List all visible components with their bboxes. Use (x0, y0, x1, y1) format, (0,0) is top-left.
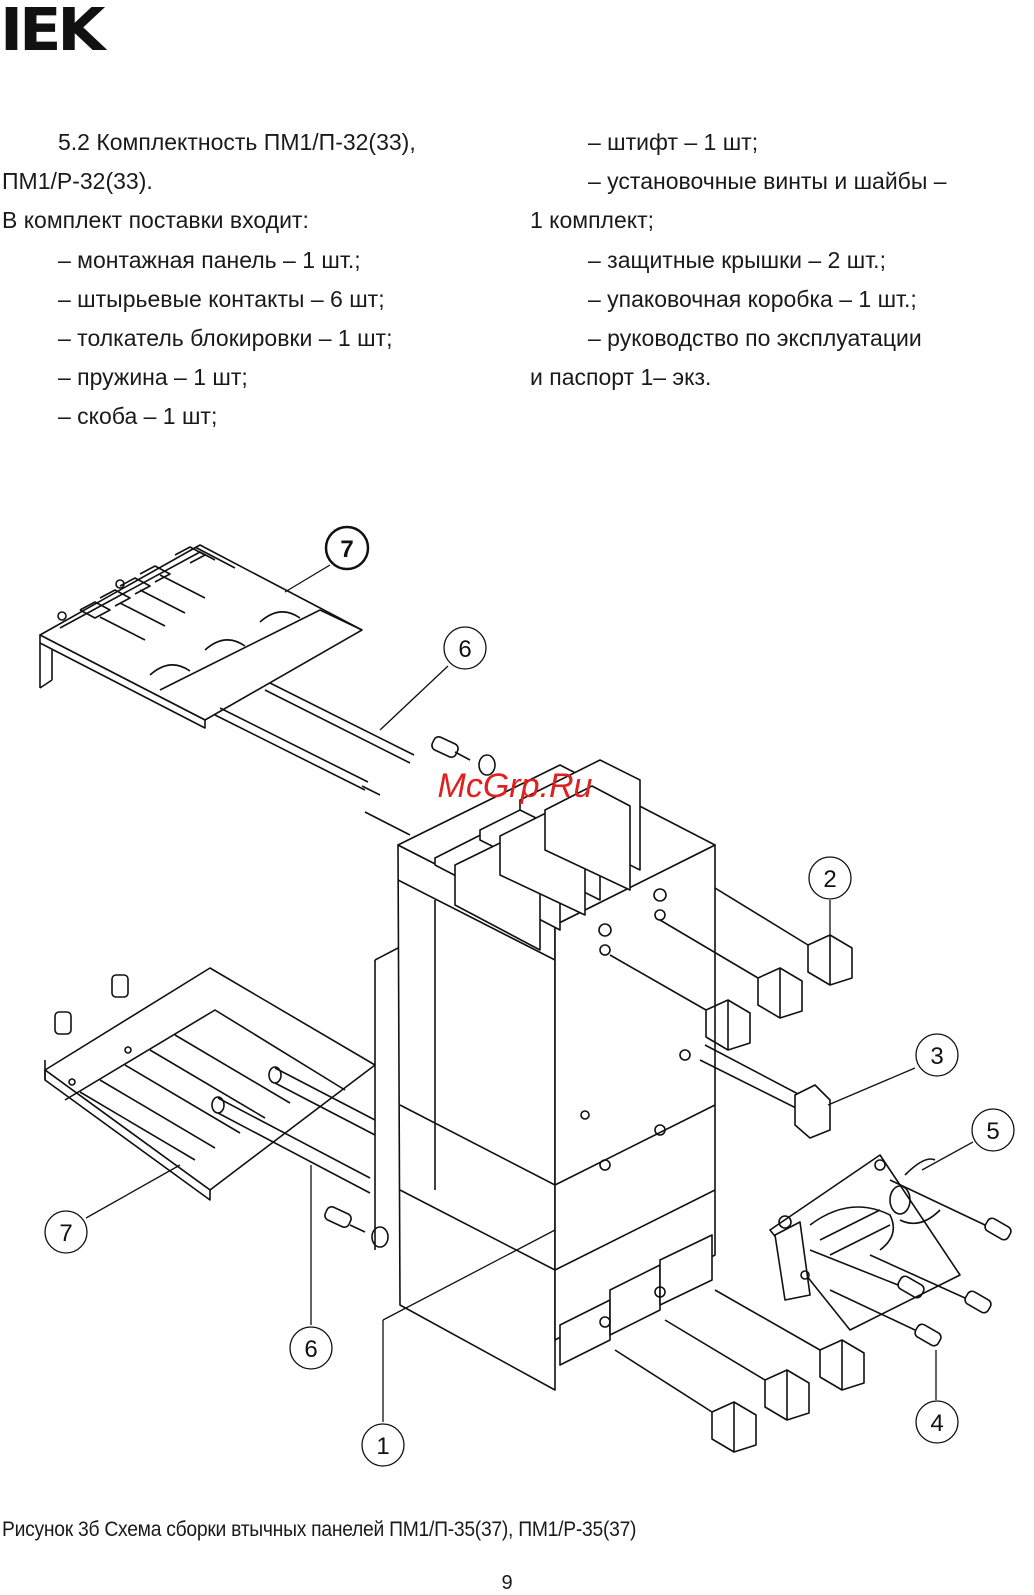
page-number: 9 (501, 1572, 513, 1594)
right-text-column: – штифт – 1 шт; – установочные винты и ш… (530, 123, 1010, 397)
list-item: – толкатель блокировки – 1 шт; (58, 325, 393, 352)
callout-6-top: 6 (443, 626, 487, 670)
list-item-cont: 1 комплект; (530, 207, 655, 234)
list-item: – защитные крышки – 2 шт.; (588, 246, 886, 273)
svg-text:6: 6 (304, 1336, 317, 1363)
callout-2: 2 (808, 856, 852, 900)
list-item: – установочные винты и шайбы – (588, 168, 947, 195)
list-item: – штифт – 1 шт; (588, 129, 759, 155)
interlock-bracket (769, 1154, 961, 1331)
list-item: – пружина – 1 шт; (58, 364, 248, 391)
lock-pusher (699, 1044, 831, 1139)
svg-text:3: 3 (930, 1043, 943, 1070)
callout-7-left: 7 (44, 1210, 88, 1254)
svg-text:4: 4 (930, 1410, 943, 1437)
svg-text:7: 7 (59, 1220, 72, 1247)
callout-5: 5 (971, 1108, 1015, 1152)
assembly-diagram: 7 6 2 3 5 7 6 1 (39, 525, 1015, 1467)
iek-logo: IEK (0, 0, 105, 65)
breaker-body (374, 759, 716, 1391)
callout-4: 4 (915, 1400, 959, 1444)
contact-pins-top (214, 682, 415, 836)
list-intro: В комплект поставки входит: (2, 207, 309, 234)
callout-1: 1 (361, 1423, 405, 1467)
callout-6-bottom: 6 (289, 1326, 333, 1370)
left-text-column: 5.2 Комплектность ПМ1/П-32(33), ПМ1/Р-32… (2, 123, 502, 437)
bottom-protective-cover (44, 967, 376, 1201)
list-item-cont: и паспорт 1– экз. (530, 364, 712, 391)
section-heading-cont: ПМ1/Р-32(33). (2, 168, 153, 195)
list-item: – упаковочная коробка – 1 шт.; (588, 285, 917, 312)
top-protective-cover (39, 544, 363, 729)
contact-pins-bottom (211, 1066, 376, 1194)
svg-text:7: 7 (340, 536, 353, 563)
list-item: – монтажная панель – 1 шт.; (58, 246, 361, 273)
list-item: – штырьевые контакты – 6 шт; (58, 285, 385, 312)
figure-caption: Рисунок 3б Схема сборки втычных панелей … (2, 1518, 637, 1541)
list-item: – скоба – 1 шт; (58, 403, 218, 430)
svg-text:2: 2 (823, 866, 836, 893)
callout-7-top: 7 (324, 525, 370, 571)
callout-3: 3 (915, 1033, 959, 1077)
svg-text:5: 5 (986, 1118, 999, 1145)
screw-bottom (324, 1206, 389, 1248)
list-item: – руководство по эксплуатации (588, 325, 922, 352)
screw-top (431, 736, 496, 776)
watermark: McGrp.Ru (438, 767, 593, 805)
svg-text:1: 1 (376, 1433, 389, 1460)
mounting-screws (809, 1179, 1012, 1347)
section-heading: 5.2 Комплектность ПМ1/П-32(33), (58, 129, 416, 155)
svg-text:6: 6 (458, 636, 471, 663)
